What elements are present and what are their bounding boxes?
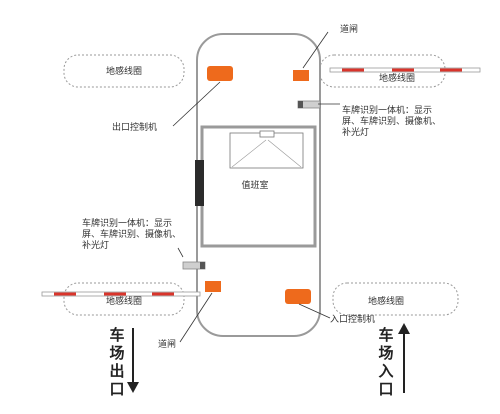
ground-loop-top-left-label: 地感线圈 xyxy=(106,65,142,77)
ground-loop-bottom-left xyxy=(63,282,185,316)
exit-char-4: 口 xyxy=(109,380,124,398)
barrier-gate-top xyxy=(293,70,309,81)
guard-room-desk-line-left xyxy=(231,139,267,168)
entry-char-3: 入 xyxy=(378,362,393,380)
leader-exit-controller xyxy=(172,81,221,127)
lpr-camera-right xyxy=(297,100,321,109)
exit-char-1: 车 xyxy=(109,326,124,344)
guard-room-desk xyxy=(229,132,304,169)
barrier-top-label: 道闸 xyxy=(340,23,358,35)
ground-loop-bottom-right xyxy=(332,282,459,316)
leader-lpr-left xyxy=(177,247,184,258)
lpr-right-label-line-3: 补光灯 xyxy=(342,126,369,138)
exit-char-2: 场 xyxy=(109,344,124,362)
guard-room-monitor xyxy=(259,130,275,138)
entry-char-2: 场 xyxy=(378,344,393,362)
ground-loop-top-left xyxy=(63,54,185,88)
lpr-right-label-line-2: 屏、车牌识别、摄像机、 xyxy=(342,115,441,127)
entry-controller-label: 入口控制机 xyxy=(330,313,375,325)
leader-barrier-bottom xyxy=(179,292,213,343)
barrier-gate-bottom xyxy=(205,281,221,292)
exit-controller-label: 出口控制机 xyxy=(112,121,157,133)
lpr-left-label-line-3: 补光灯 xyxy=(82,239,109,251)
exit-controller xyxy=(207,66,233,81)
guard-room-label: 值班室 xyxy=(241,179,268,191)
entry-char-4: 口 xyxy=(378,380,393,398)
guard-room-door xyxy=(195,160,204,206)
ground-loop-bottom-left-label: 地感线圈 xyxy=(106,295,142,307)
entry-controller xyxy=(285,289,311,304)
ground-loop-bottom-right-label: 地感线圈 xyxy=(368,295,404,307)
barrier-arm-bottom xyxy=(41,291,201,297)
lpr-left-label-line-1: 车牌识别一体机：显示 xyxy=(82,217,172,229)
barrier-bottom-label: 道闸 xyxy=(158,338,176,350)
lpr-camera-left xyxy=(182,261,206,270)
exit-arrow-head xyxy=(127,382,139,393)
entry-arrow-head xyxy=(398,323,410,334)
ground-loop-top-right-label: 地感线圈 xyxy=(379,72,415,84)
lpr-right-label-line-1: 车牌识别一体机：显示 xyxy=(342,104,432,116)
barrier-arm-top xyxy=(329,67,481,73)
leader-entry-controller xyxy=(298,303,331,319)
leader-barrier-top xyxy=(302,31,329,69)
lpr-left-label-line-2: 屏、车牌识别、摄像机、 xyxy=(82,228,181,240)
guard-room-desk-line-right xyxy=(267,139,302,168)
entry-char-1: 车 xyxy=(378,326,393,344)
exit-char-3: 出 xyxy=(109,362,124,380)
